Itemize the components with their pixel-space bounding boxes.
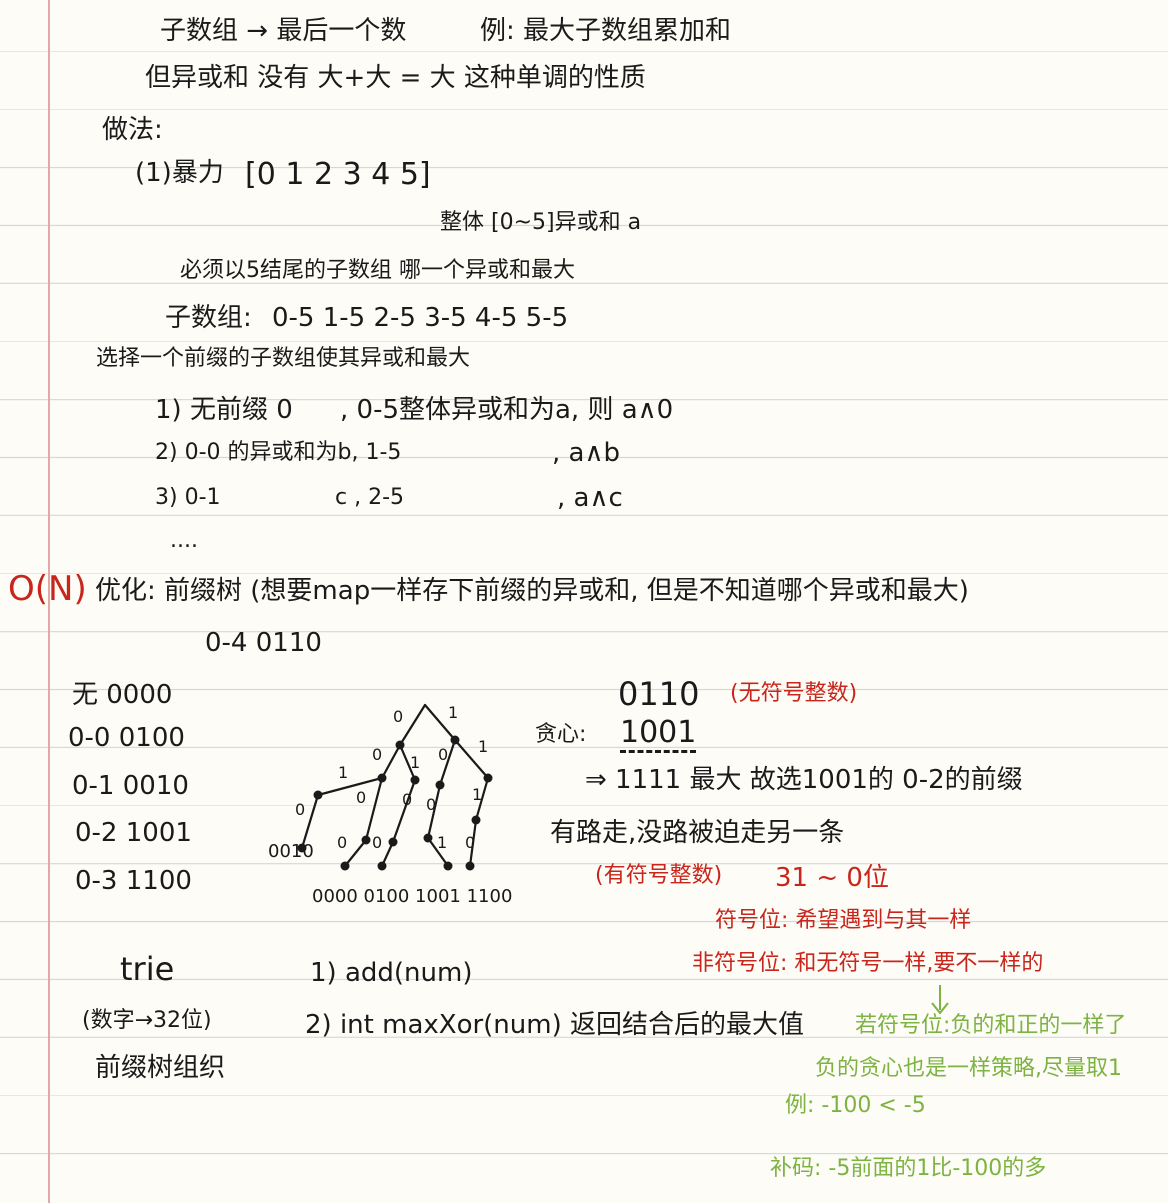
edge-label: 1: [448, 703, 458, 722]
note-line-11a: 3) 0-1: [155, 485, 221, 510]
prefix-0-2: 0-2 1001: [75, 818, 192, 848]
unsigned-label: (无符号整数): [730, 681, 858, 706]
note-line-11b: c , 2-5: [335, 485, 405, 510]
edge-label: 0: [372, 745, 382, 764]
greedy-bits: 1001: [620, 718, 697, 753]
edge-label: 0: [426, 795, 436, 814]
prefix-0-3: 0-3 1100: [75, 866, 192, 896]
sign-bit-rule: 符号位: 希望遇到与其一样: [715, 908, 972, 933]
trie-organization: 前缀树组织: [95, 1053, 226, 1083]
edge-label: 1: [410, 753, 420, 772]
array-bracket: [0 1 2 3 4 5]: [245, 157, 431, 192]
prefix-none: 无 0000: [72, 680, 173, 710]
edge-label: 1: [472, 785, 482, 804]
trie-leaf-0010: 0010: [268, 841, 314, 862]
edge-label: 1: [338, 763, 348, 782]
green-note-1: 若符号位:负的和正的一样了: [855, 1013, 1127, 1038]
note-line-1b: 例: 最大子数组累加和: [480, 16, 732, 46]
edge-label: 0: [295, 800, 305, 819]
green-note-3: 例: -100 < -5: [785, 1093, 926, 1118]
note-line-6: 必须以5结尾的子数组 哪一个异或和最大: [180, 258, 575, 283]
edge-label: 0: [393, 707, 403, 726]
nonsign-bit-rule: 非符号位: 和无符号一样,要不一样的: [692, 951, 1044, 976]
edge-label: 1: [437, 833, 447, 852]
query-bits: 0110: [618, 675, 700, 713]
note-line-1a: 子数组 → 最后一个数: [160, 16, 407, 46]
note-line-12: ....: [170, 528, 198, 553]
edge-label: 0: [337, 833, 347, 852]
note-line-3: 做法:: [102, 115, 163, 145]
margin-line: [48, 0, 50, 1203]
note-line-7b: 0-5 1-5 2-5 3-5 4-5 5-5: [272, 303, 569, 333]
note-line-9b: , 0-5整体异或和为a, 则 a∧0: [340, 395, 674, 425]
edge-label: 0: [356, 788, 366, 807]
method-maxxor: 2) int maxXor(num) 返回结合后的最大值: [305, 1010, 805, 1040]
green-note-2: 负的贪心也是一样策略,尽量取1: [815, 1056, 1122, 1081]
note-line-8: 选择一个前缀的子数组使其异或和最大: [96, 346, 471, 371]
complexity-mark: O(N): [8, 569, 87, 609]
path-rule: 有路走,没路被迫走另一条: [550, 818, 845, 848]
edge-label: 1: [478, 737, 488, 756]
trie-note: (数字→32位): [82, 1008, 212, 1033]
note-line-14: 0-4 0110: [205, 628, 322, 658]
result-line: ⇒ 1111 最大 故选1001的 0-2的前缀: [585, 765, 1023, 795]
note-line-5: 整体 [0~5]异或和 a: [440, 210, 642, 235]
green-note-4: 补码: -5前面的1比-100的多: [770, 1156, 1047, 1181]
prefix-0-0: 0-0 0100: [68, 723, 185, 753]
greedy-label: 贪心:: [535, 722, 587, 747]
note-line-10b: , a∧b: [552, 438, 620, 468]
edge-label: 0: [438, 745, 448, 764]
note-line-7a: 子数组:: [165, 303, 252, 333]
edge-label: 0: [465, 833, 475, 852]
method-add: 1) add(num): [310, 958, 473, 988]
note-line-4a: (1)暴力: [135, 158, 224, 188]
note-line-9a: 1) 无前缀 0: [155, 395, 293, 425]
prefix-0-1: 0-1 0010: [72, 771, 189, 801]
trie-leaves: 0000 0100 1001 1100: [312, 886, 513, 907]
note-line-13: 优化: 前缀树 (想要map一样存下前缀的异或和, 但是不知道哪个异或和最大): [95, 576, 969, 606]
trie-title: trie: [120, 950, 175, 988]
bit-range: 31 ~ 0位: [775, 863, 889, 893]
note-line-10a: 2) 0-0 的异或和为b, 1-5: [155, 440, 402, 465]
signed-label: (有符号整数): [595, 863, 723, 888]
edge-label: 0: [402, 790, 412, 809]
edge-label: 0: [372, 833, 382, 852]
note-line-2: 但异或和 没有 大+大 = 大 这种单调的性质: [145, 63, 646, 93]
note-line-11c: , a∧c: [557, 483, 623, 513]
